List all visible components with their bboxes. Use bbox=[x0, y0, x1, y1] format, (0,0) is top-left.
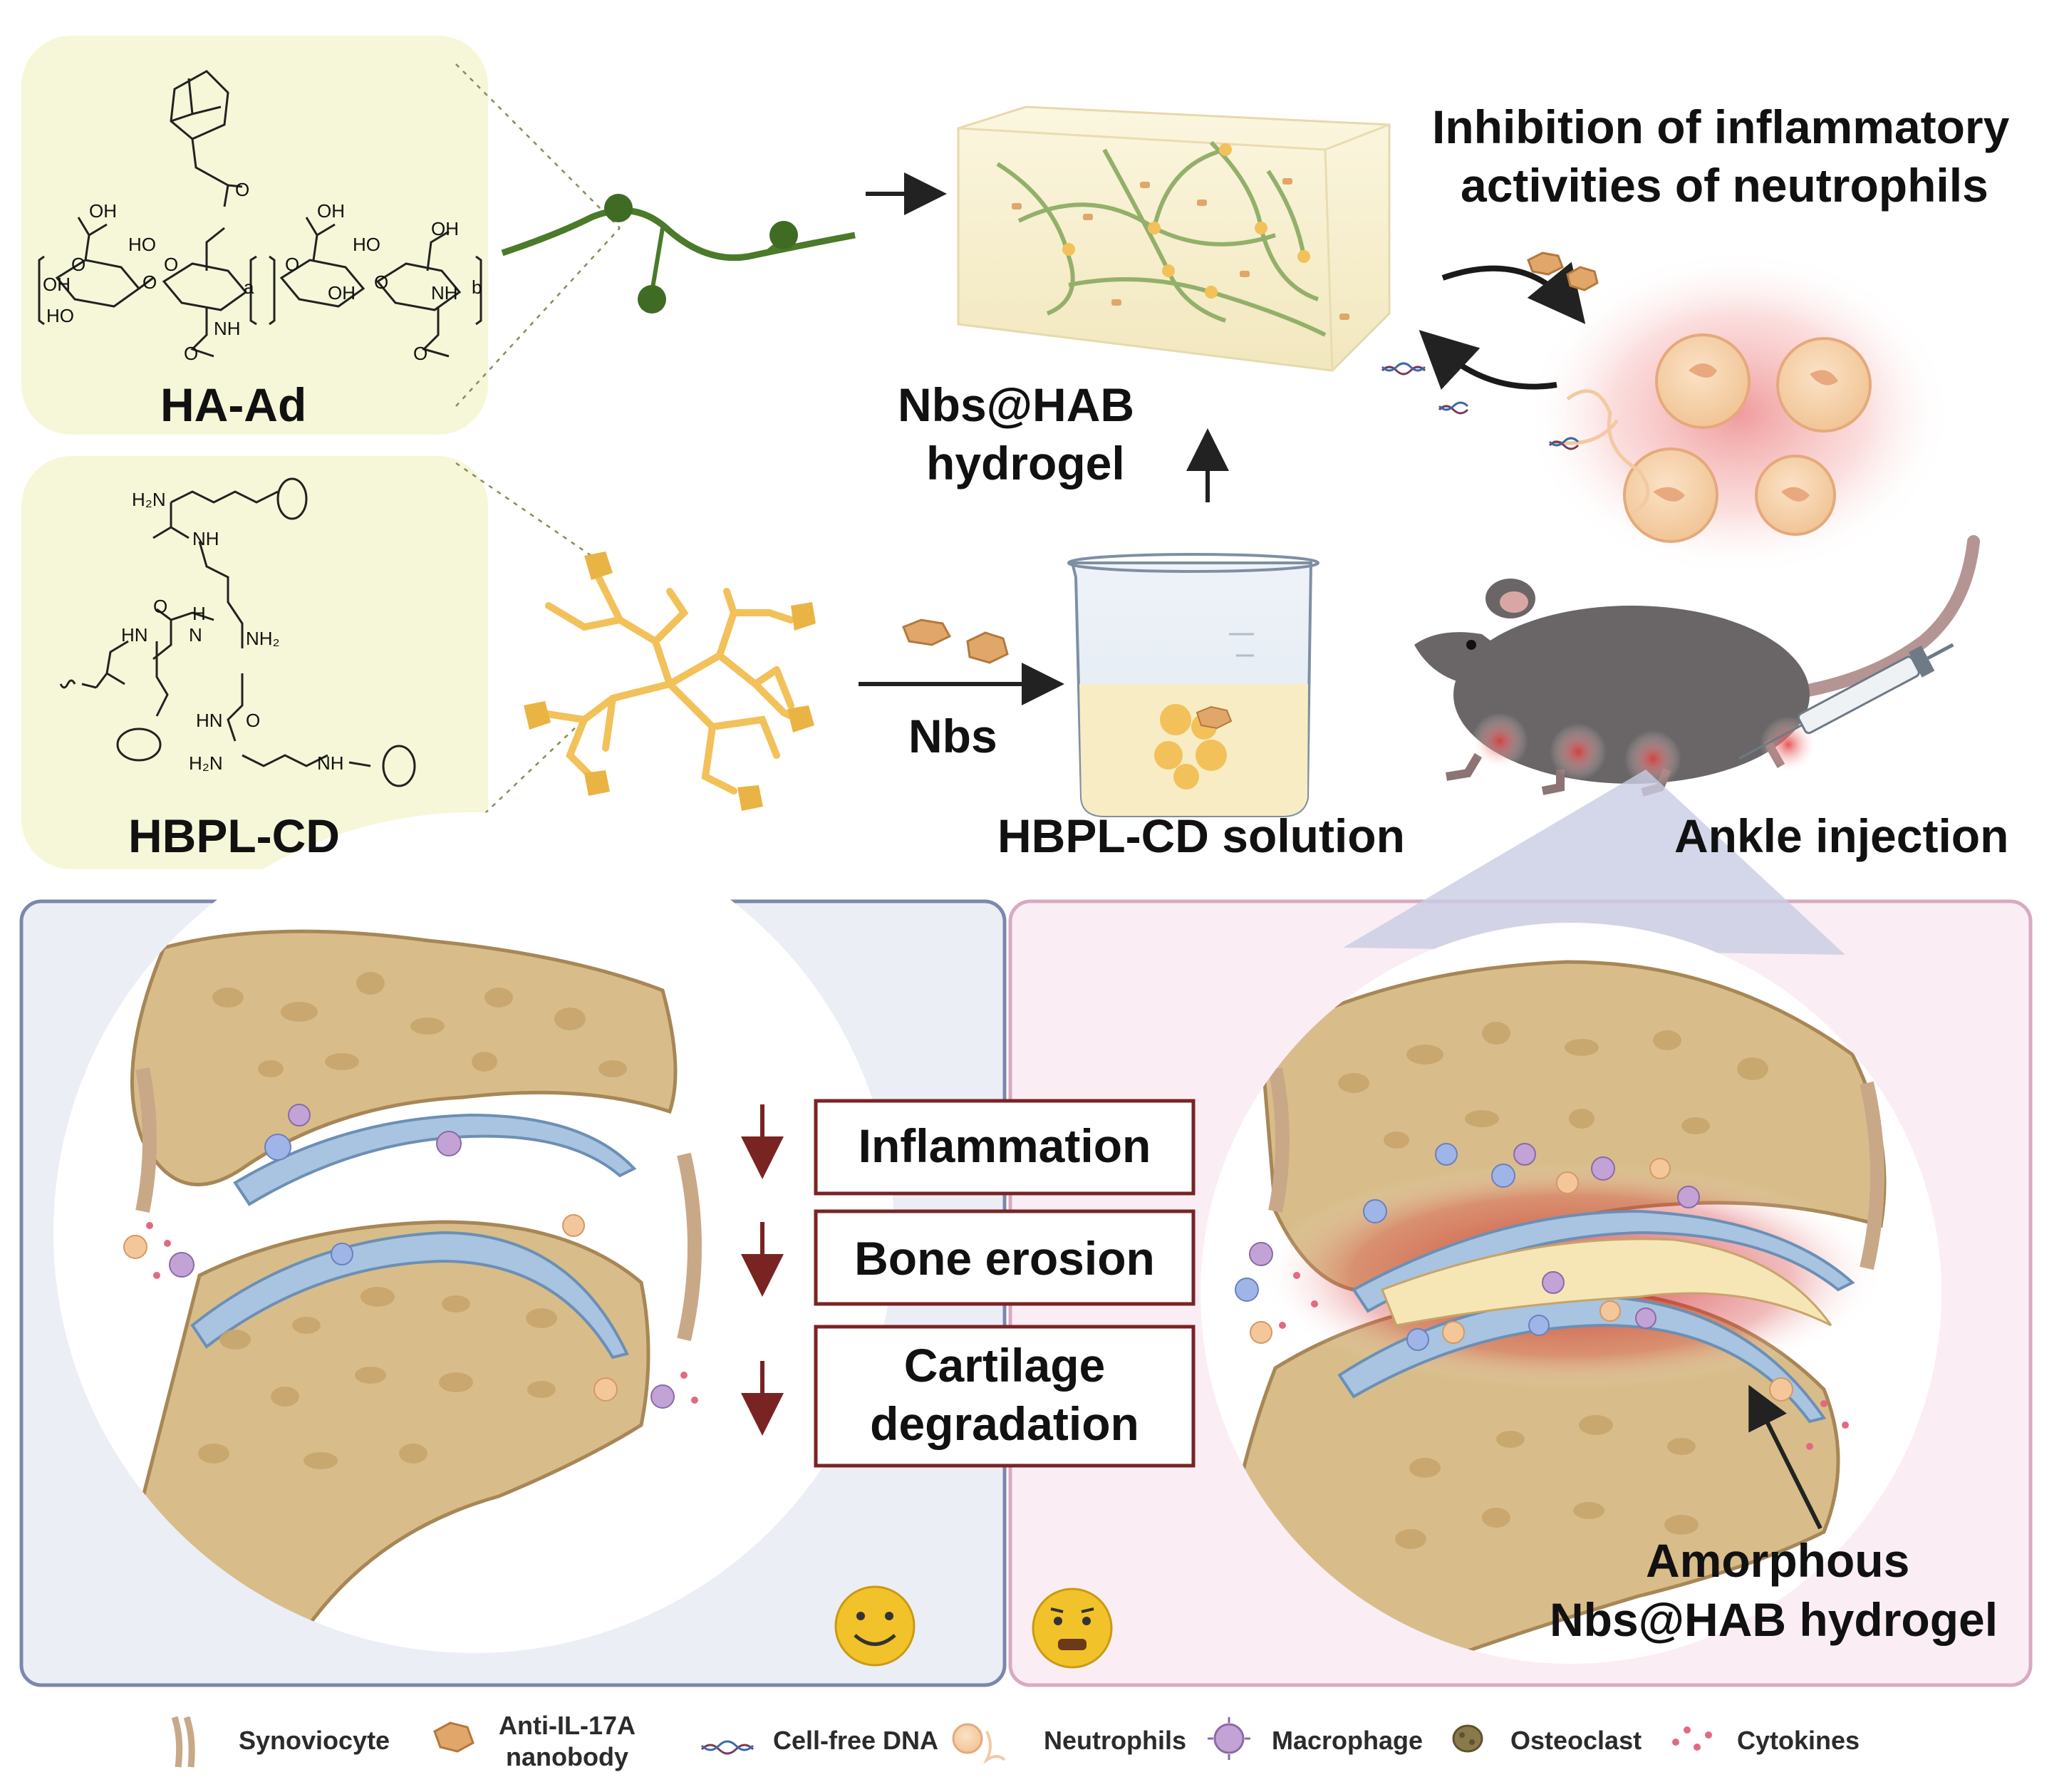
legend-osteoclast: Osteoclast bbox=[1510, 1726, 1642, 1755]
zoom-cone bbox=[1343, 770, 1845, 955]
effect-boxes bbox=[814, 1099, 1196, 1468]
beaker-solution bbox=[1067, 553, 1319, 817]
worried-face-icon bbox=[1032, 1588, 1113, 1669]
happy-face-icon bbox=[834, 1585, 916, 1667]
nanobody-icon bbox=[433, 1721, 475, 1753]
nanobody-icon bbox=[902, 618, 1009, 664]
chem-atom-label: N bbox=[189, 624, 202, 646]
chem-atom-label: OH bbox=[43, 274, 71, 295]
chem-atom-label: O bbox=[235, 179, 249, 200]
chem-atom-label: H bbox=[192, 603, 206, 624]
hbpl-cd-dendrimer bbox=[534, 566, 802, 794]
legend-cytokines: Cytokines bbox=[1737, 1726, 1860, 1755]
hydrogel-label-line2: hydrogel bbox=[926, 437, 1125, 490]
chem-atom-label: NH bbox=[192, 528, 219, 549]
synoviocyte-icon bbox=[171, 1716, 195, 1768]
hbpl-cd-structure-panel: H₂N NH HN H O N NH₂ HN O H₂N NH bbox=[21, 456, 488, 869]
hbpl-cd-label: HBPL-CD bbox=[128, 809, 340, 862]
injection-label: Ankle injection bbox=[1674, 809, 2009, 862]
hydrogel-pointer-arrow bbox=[1748, 1384, 1822, 1530]
chem-atom-label: OH bbox=[431, 218, 459, 239]
cytokines-icon bbox=[1672, 1726, 1712, 1751]
chem-atom-label: HO bbox=[46, 305, 74, 326]
chem-atom-label: NH bbox=[317, 752, 344, 774]
chem-atom-label: O bbox=[285, 254, 299, 275]
chem-atom-label: a bbox=[244, 276, 254, 298]
effect-inflammation: Inflammation bbox=[858, 1119, 1151, 1172]
ha-ad-structure-panel: OH HO OH HO NH OH OH HO OH NH O O O O O … bbox=[21, 36, 488, 435]
chem-atom-label: NH₂ bbox=[246, 628, 280, 649]
treated-joint bbox=[1201, 923, 1941, 1664]
inhibition-title-line1: Inhibition of inflammatory bbox=[1432, 100, 2010, 153]
chem-atom-label: O bbox=[184, 343, 198, 364]
hydrogel-block bbox=[957, 105, 1391, 372]
amorphous-hydrogel-line2: Nbs@HAB hydrogel bbox=[1550, 1593, 1998, 1646]
legend-icons bbox=[171, 1716, 1712, 1768]
effect-bone-erosion: Bone erosion bbox=[854, 1232, 1155, 1285]
chem-atom-label: OH bbox=[89, 200, 117, 222]
chem-atom-label: HN bbox=[196, 710, 223, 731]
effect-cartilage-degradation: Cartilage degradation bbox=[870, 1339, 1139, 1450]
chem-atom-label: HO bbox=[128, 234, 156, 255]
cyclodextrin-caps bbox=[524, 551, 816, 811]
chem-atom-label: O bbox=[246, 710, 260, 731]
chem-atom-label: O bbox=[413, 343, 427, 364]
nbs-arrow-label: Nbs bbox=[908, 710, 997, 762]
legend-nanobody: Anti-IL-17A nanobody bbox=[499, 1711, 636, 1771]
chem-atom-label: NH bbox=[431, 282, 458, 304]
healthy-joint bbox=[53, 812, 894, 1653]
chem-atom-label: HN bbox=[121, 624, 148, 646]
legend-neutrophils: Neutrophils bbox=[1044, 1726, 1187, 1755]
chem-atom-label: O bbox=[71, 254, 85, 275]
chem-atom-label: O bbox=[153, 596, 167, 617]
mouse-illustration bbox=[1414, 535, 1980, 797]
chem-atom-label: O bbox=[164, 254, 178, 275]
ha-ad-label: HA-Ad bbox=[160, 378, 307, 431]
chem-atom-label: H₂N bbox=[189, 752, 223, 774]
solution-label: HBPL-CD solution bbox=[997, 809, 1405, 862]
amorphous-hydrogel-line1: Amorphous bbox=[1646, 1534, 1910, 1587]
chem-atom-label: b bbox=[472, 276, 482, 298]
chem-atom-label: NH bbox=[214, 318, 241, 339]
legend-macrophage: Macrophage bbox=[1272, 1726, 1424, 1755]
chem-atom-label: H₂N bbox=[132, 489, 166, 510]
chem-atom-label: HO bbox=[353, 234, 380, 255]
dna-icon bbox=[1381, 362, 1580, 450]
legend-synoviocyte: Synoviocyte bbox=[239, 1726, 390, 1755]
macrophage-icon bbox=[1208, 1717, 1250, 1760]
osteoclast-icon bbox=[1452, 1724, 1483, 1753]
chem-atom-label: O bbox=[374, 271, 388, 293]
chem-atom-label: OH bbox=[328, 282, 356, 304]
cycle-arrow-in bbox=[1419, 330, 1557, 390]
legend-cell-free-dna: Cell-free DNA bbox=[773, 1726, 939, 1755]
nanobody-icon bbox=[1527, 252, 1599, 291]
dna-icon bbox=[700, 1740, 755, 1755]
inhibition-title-line2: activities of neutrophils bbox=[1461, 159, 1988, 212]
cycle-arrow-out bbox=[1441, 261, 1586, 324]
hydrogel-label-line1: Nbs@HAB bbox=[898, 378, 1135, 431]
neutrophil-cluster bbox=[1525, 249, 1952, 577]
chem-atom-label: O bbox=[142, 271, 157, 293]
chem-atom-label: OH bbox=[317, 200, 345, 222]
ha-ad-polymer-strand bbox=[501, 194, 856, 314]
neutrophil-icon bbox=[952, 1723, 1006, 1764]
